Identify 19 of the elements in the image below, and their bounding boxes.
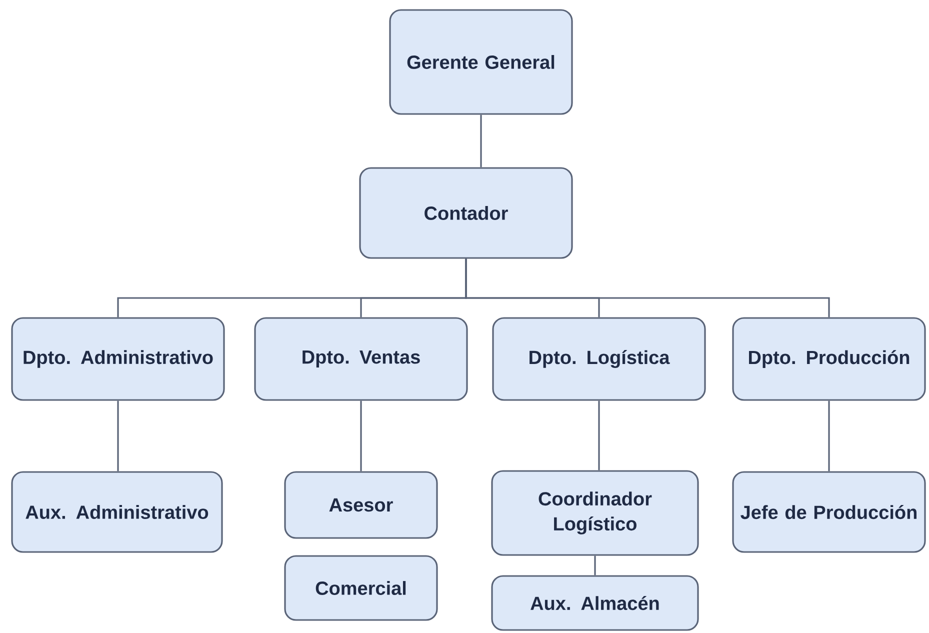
- org-box: Aux. Almacén: [491, 575, 699, 631]
- org-box: Jefe de Producción: [732, 471, 926, 553]
- connector-line: [480, 114, 482, 168]
- org-box: Gerente General: [389, 9, 573, 115]
- connector-line: [598, 400, 600, 470]
- org-box: Asesor: [284, 471, 438, 539]
- org-box: Dpto. Administrativo: [11, 317, 225, 401]
- org-box: Dpto. Logística: [492, 317, 706, 401]
- connector-line: [594, 556, 596, 576]
- connector-line: [465, 258, 830, 318]
- org-box: Comercial: [284, 555, 438, 621]
- connector-line: [828, 400, 830, 472]
- org-box: Aux. Administrativo: [11, 471, 223, 553]
- org-box: Coordinador Logístico: [491, 470, 699, 556]
- org-box: Contador: [359, 167, 573, 259]
- org-box: Dpto. Producción: [732, 317, 926, 401]
- connector-line: [117, 400, 119, 472]
- connector-line: [360, 400, 362, 472]
- org-box: Dpto. Ventas: [254, 317, 468, 401]
